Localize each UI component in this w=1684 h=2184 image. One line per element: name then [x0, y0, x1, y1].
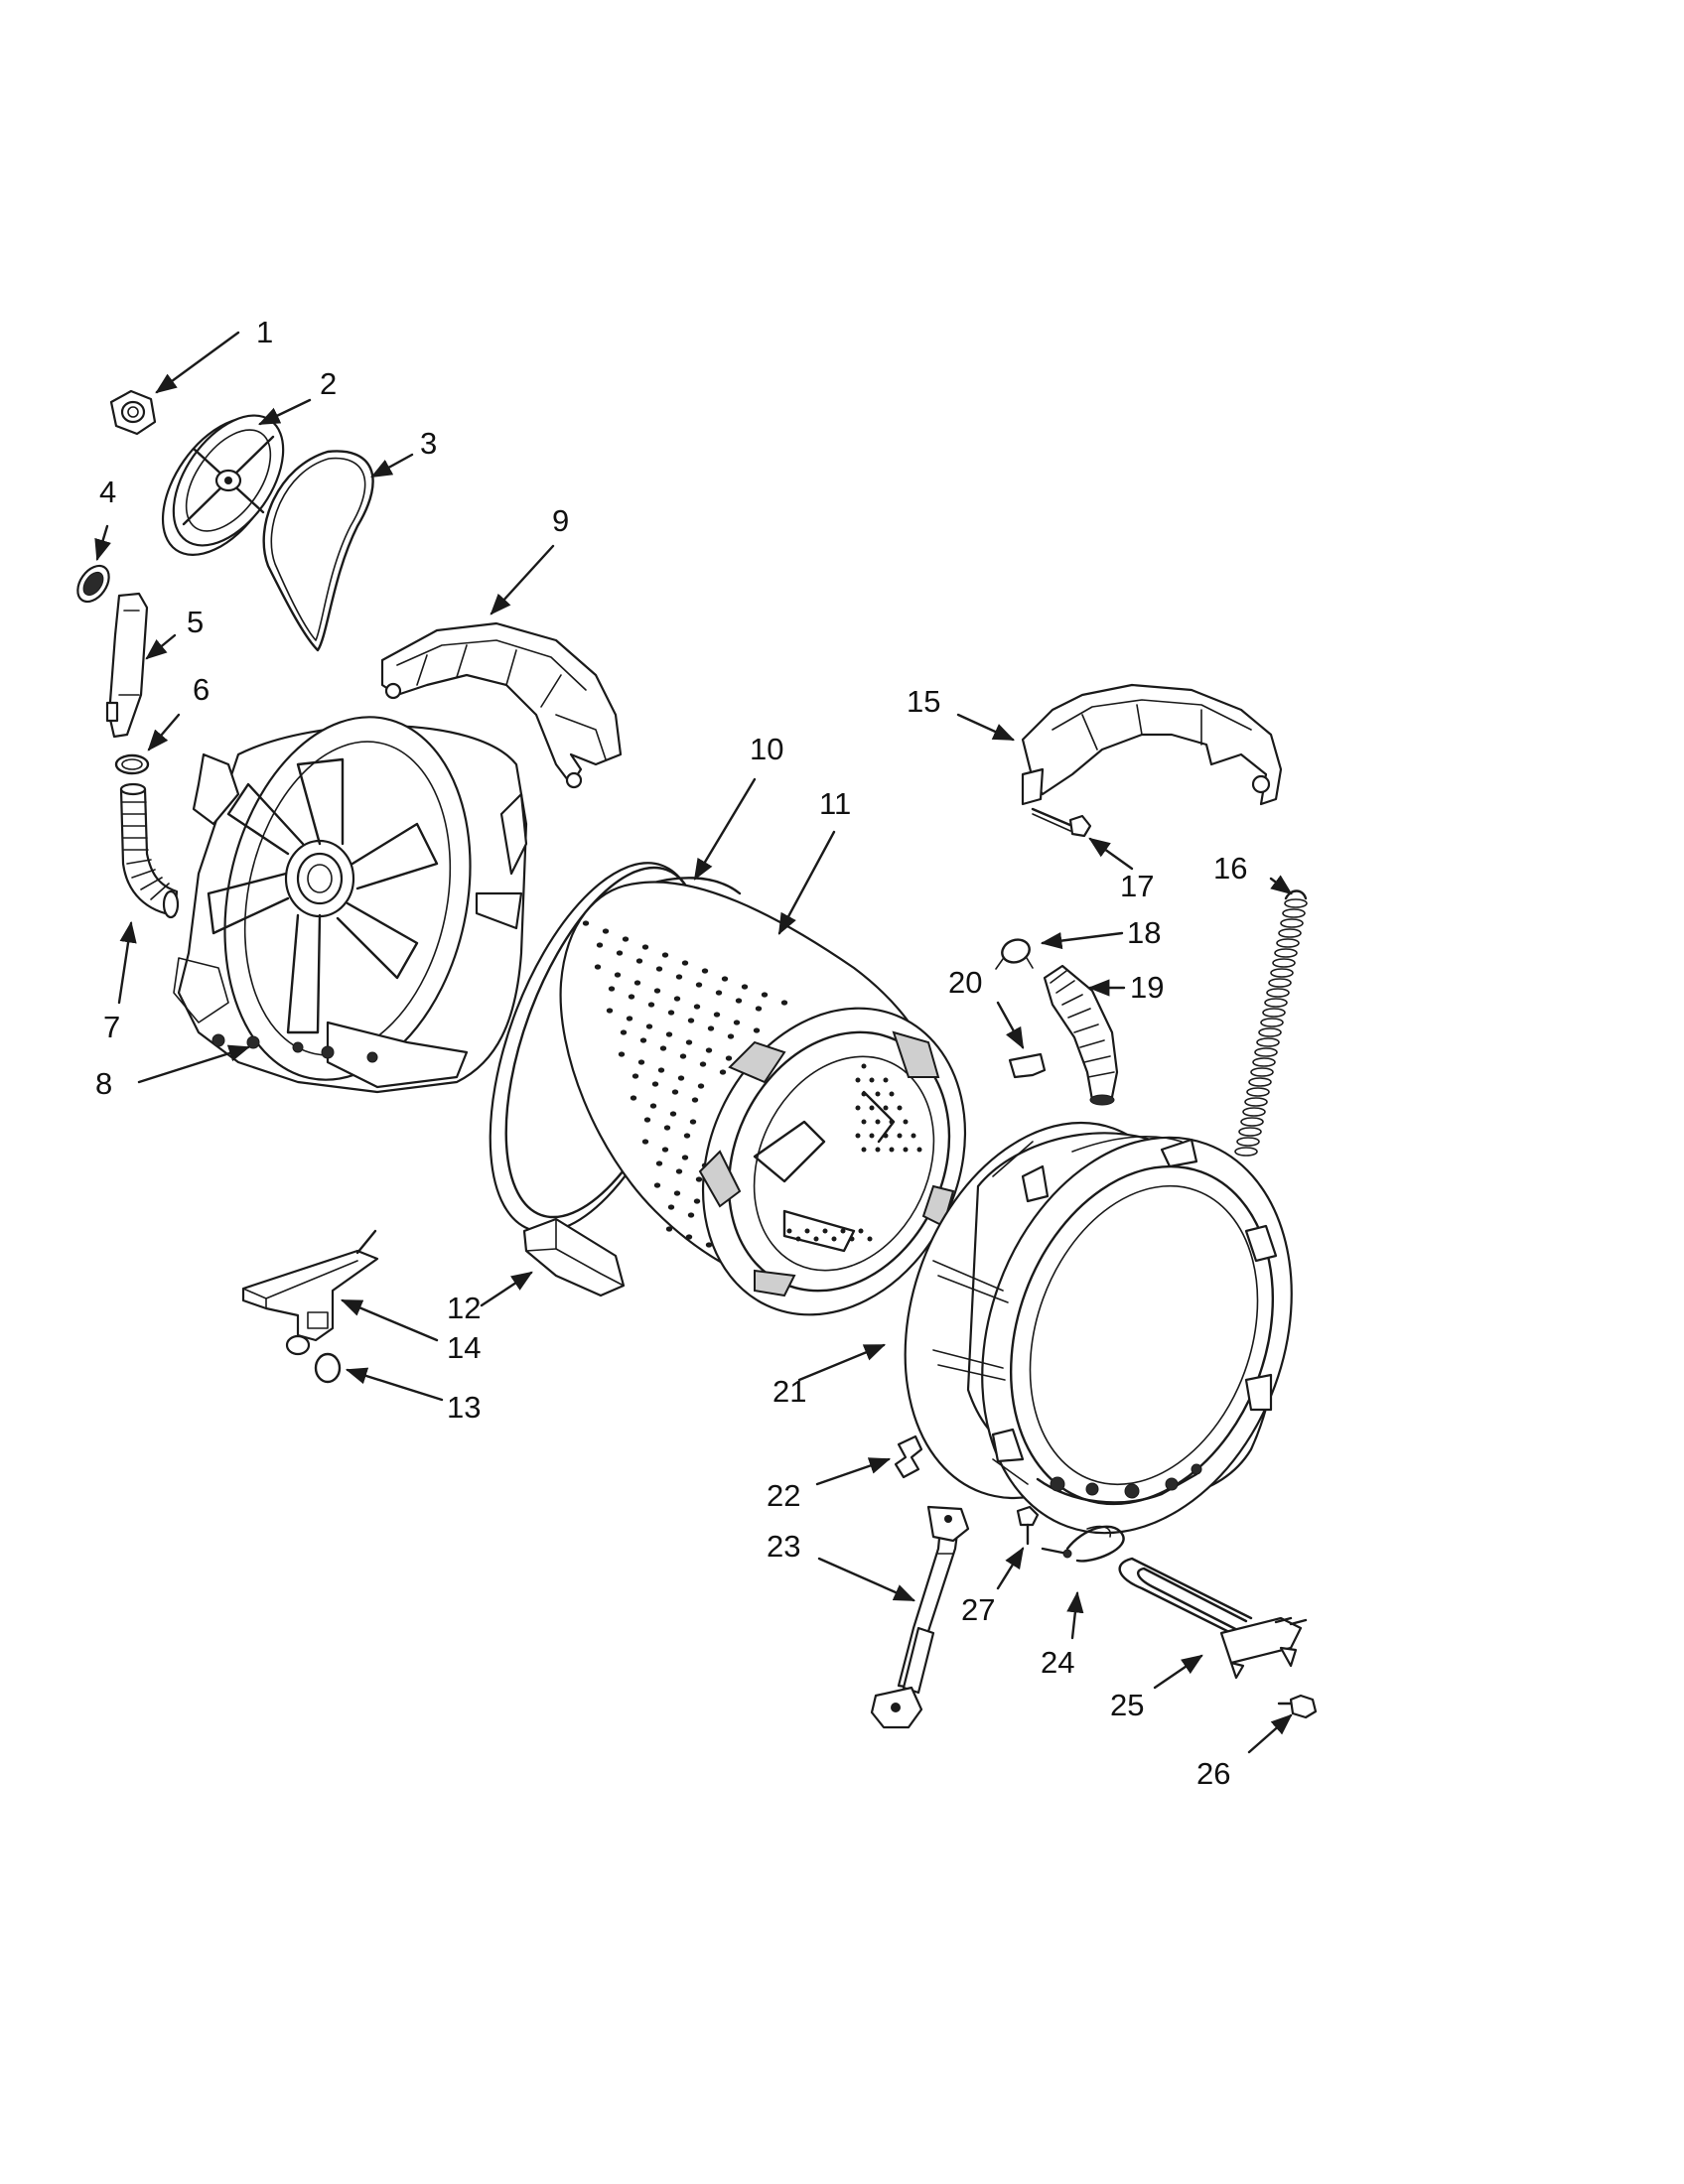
- part-4-bearing: [76, 564, 110, 604]
- part-26-nut: [1277, 1694, 1318, 1719]
- callout-23: 23: [767, 1529, 800, 1564]
- part-1-nut: [109, 389, 157, 436]
- callout-27: 27: [961, 1592, 995, 1627]
- callout-7: 7: [103, 1010, 120, 1044]
- part-2-pulley: [161, 414, 285, 557]
- callout-11: 11: [819, 786, 851, 821]
- part-3-belt: [262, 450, 374, 652]
- part-15-bracket: [1021, 683, 1283, 806]
- part-27-screw: [1016, 1505, 1040, 1546]
- part-9-bracket: [380, 621, 623, 789]
- part-22-clip: [894, 1434, 923, 1479]
- callout-21: 21: [772, 1374, 806, 1409]
- callout-6: 6: [193, 672, 210, 707]
- callout-18: 18: [1127, 915, 1161, 950]
- callout-labels: 1 2 3 4 5 6 7 8 9 10 11 12 13 14 15 16 1…: [95, 315, 1247, 1791]
- part-24-sensor: [1041, 1525, 1125, 1563]
- leader-lines: [94, 331, 1293, 1754]
- part-16-spring: [1234, 889, 1308, 1157]
- callout-14: 14: [447, 1330, 481, 1365]
- callout-10: 10: [750, 732, 783, 766]
- callout-3: 3: [420, 426, 437, 461]
- part-25-heater: [1118, 1557, 1308, 1680]
- callout-24: 24: [1041, 1645, 1074, 1680]
- part-21-front-tub: [904, 1121, 1293, 1535]
- part-8-rear-tub: [173, 716, 528, 1094]
- callout-17: 17: [1120, 869, 1154, 903]
- callout-20: 20: [948, 965, 982, 1000]
- callout-2: 2: [320, 366, 337, 401]
- callout-25: 25: [1110, 1688, 1144, 1722]
- part-12-lifter: [522, 1217, 626, 1297]
- part-20-clip: [1008, 1052, 1047, 1079]
- part-17-bolt: [1031, 807, 1092, 838]
- callout-9: 9: [552, 503, 569, 538]
- part-11-drum: [559, 881, 967, 1316]
- part-13-o-ring: [314, 1352, 342, 1384]
- part-19-bellows: [1043, 964, 1119, 1106]
- callout-26: 26: [1196, 1756, 1230, 1791]
- part-6-clamp: [114, 753, 150, 775]
- callout-13: 13: [447, 1390, 481, 1425]
- callout-4: 4: [99, 475, 116, 509]
- callout-5: 5: [187, 605, 204, 639]
- callout-8: 8: [95, 1066, 112, 1101]
- callout-16: 16: [1213, 851, 1247, 886]
- part-18-clamp: [995, 938, 1034, 970]
- part-23-shock-absorber: [870, 1505, 970, 1729]
- callout-15: 15: [907, 684, 940, 719]
- callout-1: 1: [256, 315, 273, 349]
- part-14-air-trap: [241, 1229, 379, 1356]
- part-7-drain-hose: [119, 782, 180, 919]
- callout-12: 12: [447, 1291, 481, 1325]
- callout-19: 19: [1130, 970, 1164, 1005]
- callout-22: 22: [767, 1478, 800, 1513]
- part-5-hose-fitting: [105, 592, 149, 739]
